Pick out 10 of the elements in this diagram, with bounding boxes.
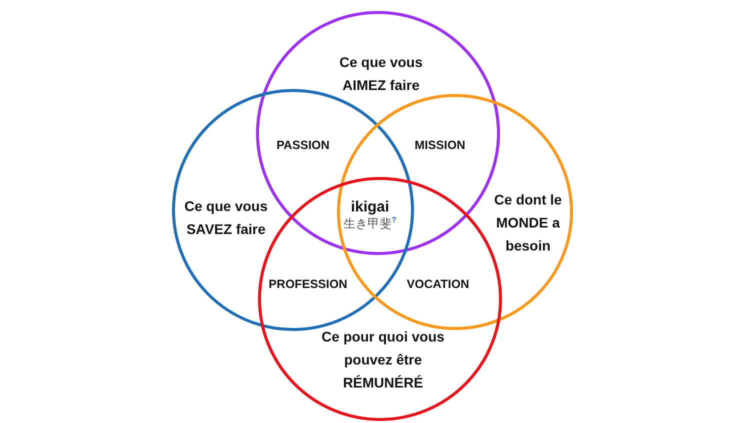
circle-label: Ce pour quoi vous pouvez être RÉMUNÉRÉ — [320, 328, 446, 392]
circle-label: Ce dont le MONDE a besoin — [493, 190, 563, 256]
overlap-label: ikigai — [350, 198, 390, 216]
circle-label: Ce que vous SAVEZ faire — [184, 197, 268, 239]
overlap-label: MISSION — [414, 138, 466, 152]
circle-label: Ce que vous AIMEZ faire — [338, 53, 424, 95]
overlap-label: VOCATION — [406, 277, 470, 291]
overlap-label: PASSION — [276, 138, 330, 152]
overlap-label: PROFESSION — [268, 277, 348, 291]
overlap-label: 生き甲斐$^{?}$ — [344, 216, 396, 232]
